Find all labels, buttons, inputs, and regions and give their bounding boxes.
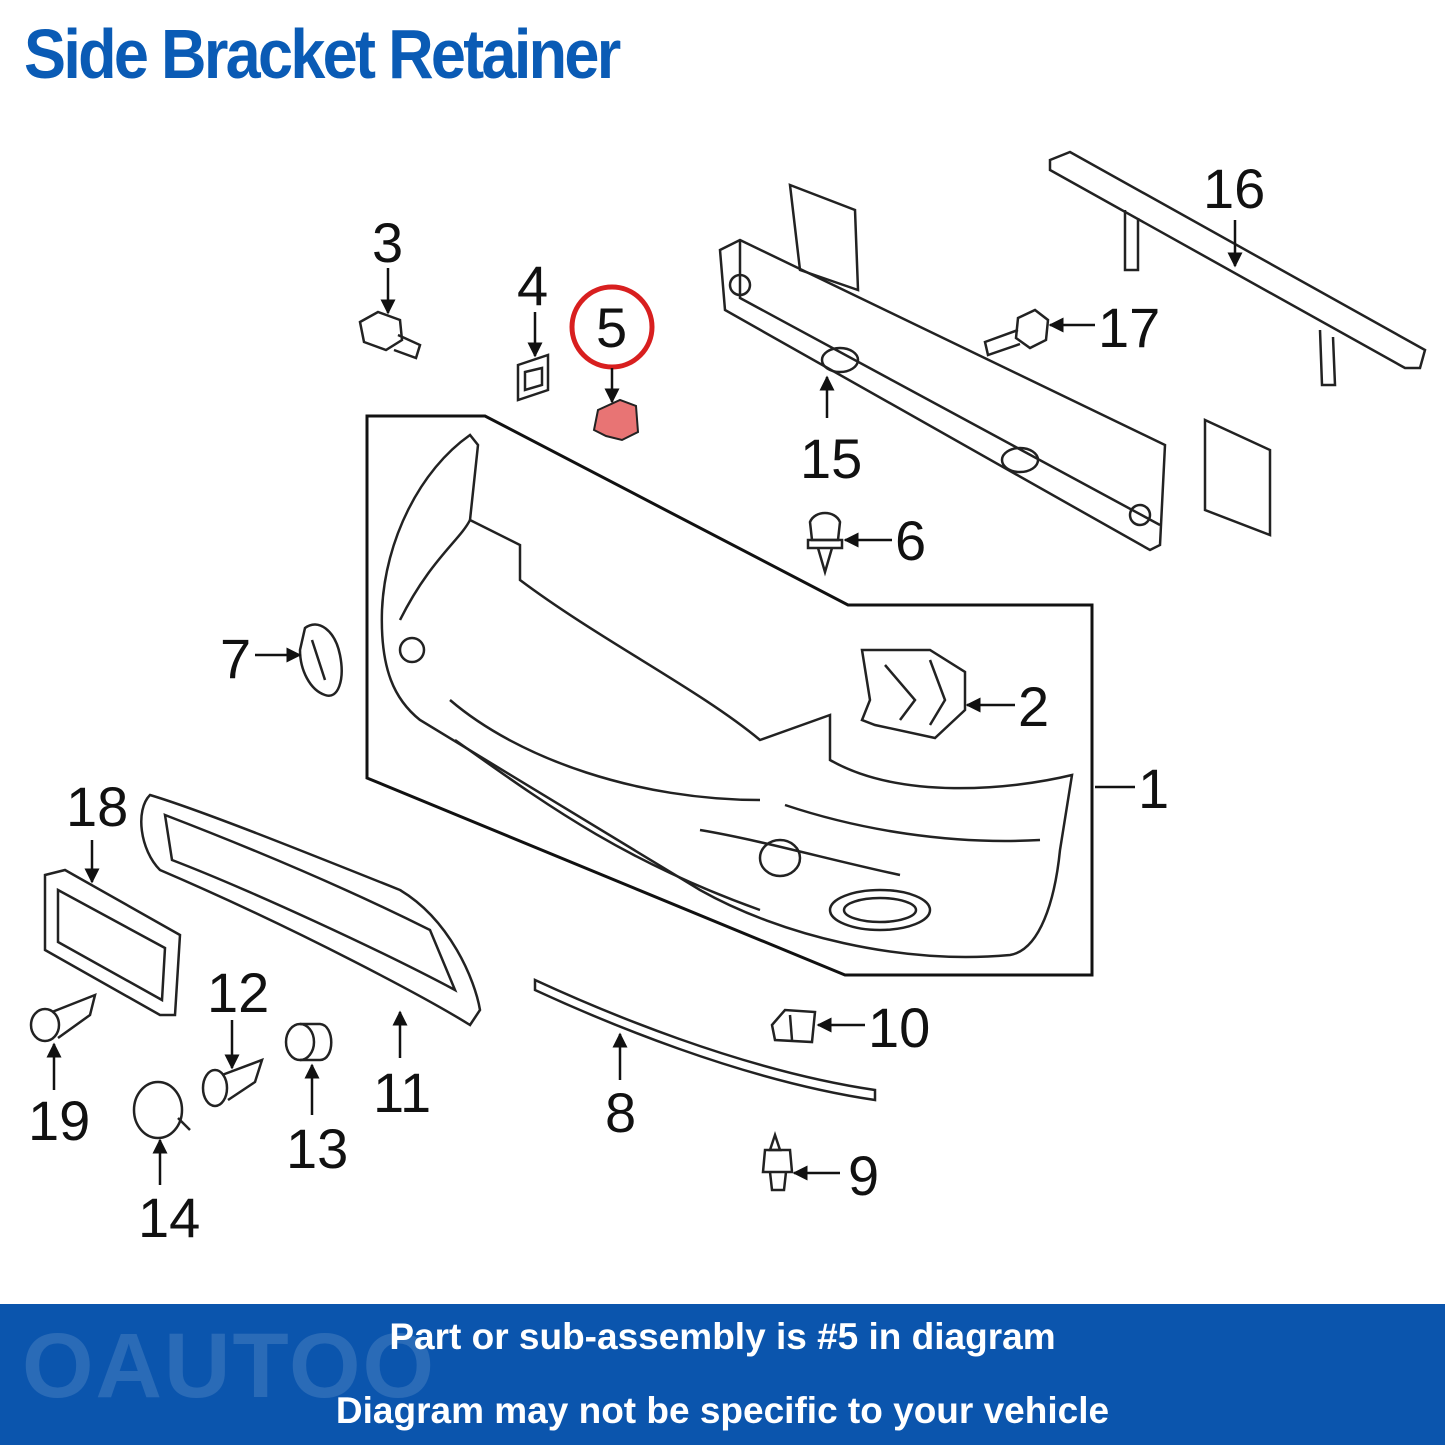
callout-labels: 1 2 3 4 5 6 7 8 9 10 11 12 13 14 15 16 1…: [28, 157, 1265, 1249]
callout-9: 9: [848, 1144, 879, 1207]
callout-18: 18: [66, 775, 128, 838]
part-10-clip[interactable]: [770, 1008, 817, 1044]
callout-14: 14: [138, 1186, 200, 1249]
callout-17: 17: [1098, 296, 1160, 359]
part-7-cap[interactable]: [298, 623, 343, 697]
callout-5: 5: [596, 296, 627, 359]
part-19-screw[interactable]: [29, 992, 97, 1043]
bumper-assembly-box: [365, 414, 1094, 977]
callout-13: 13: [286, 1117, 348, 1180]
callout-3: 3: [372, 211, 403, 274]
callout-12: 12: [207, 961, 269, 1024]
part-15-reinforcement-beam[interactable]: [718, 183, 1272, 552]
highlight-ring: [569, 284, 655, 370]
part-11-lower-grille[interactable]: [140, 793, 482, 1027]
part-6-push-pin[interactable]: [806, 511, 844, 577]
part-13-nut[interactable]: [284, 1022, 333, 1062]
callout-8: 8: [605, 1081, 636, 1144]
part-18-license-plate-bracket[interactable]: [43, 868, 182, 1017]
leader-lines: [46, 220, 1243, 1185]
part-2-bracket[interactable]: [860, 648, 967, 740]
part-5-side-bracket-retainer[interactable]: [569, 284, 655, 442]
info-banner: OAUTOO Part or sub-assembly is #5 in dia…: [0, 1304, 1445, 1445]
part-3-bolt[interactable]: [358, 310, 422, 360]
banner-line-1: Part or sub-assembly is #5 in diagram: [389, 1316, 1056, 1357]
page-title: Side Bracket Retainer: [24, 15, 621, 93]
callout-11: 11: [373, 1061, 431, 1124]
part-4-clip[interactable]: [516, 353, 550, 402]
callout-16: 16: [1203, 157, 1265, 220]
part-12-screw[interactable]: [201, 1057, 264, 1108]
callout-1: 1: [1138, 757, 1169, 820]
part-14-plug[interactable]: [132, 1080, 191, 1140]
watermark-logo: OAUTOO: [22, 1315, 437, 1417]
callout-15: 15: [800, 427, 862, 490]
part-16-absorber-strip[interactable]: [1048, 150, 1427, 387]
callout-2: 2: [1018, 675, 1049, 738]
callout-7: 7: [220, 627, 251, 690]
parts-diagram: 1 2 3 4 5 6 7 8 9 10 11 12 13 14 15 16 1…: [28, 150, 1427, 1249]
callout-19: 19: [28, 1089, 90, 1152]
part-8-lower-strip[interactable]: [533, 978, 877, 1102]
banner-line-2: Diagram may not be specific to your vehi…: [335, 1390, 1110, 1431]
callout-10: 10: [868, 996, 930, 1059]
callout-6: 6: [895, 509, 926, 572]
callout-4: 4: [517, 254, 548, 317]
part-1-bumper-cover[interactable]: [380, 433, 1074, 959]
part-9-pin[interactable]: [761, 1131, 794, 1192]
part-17-bolt[interactable]: [983, 308, 1050, 357]
